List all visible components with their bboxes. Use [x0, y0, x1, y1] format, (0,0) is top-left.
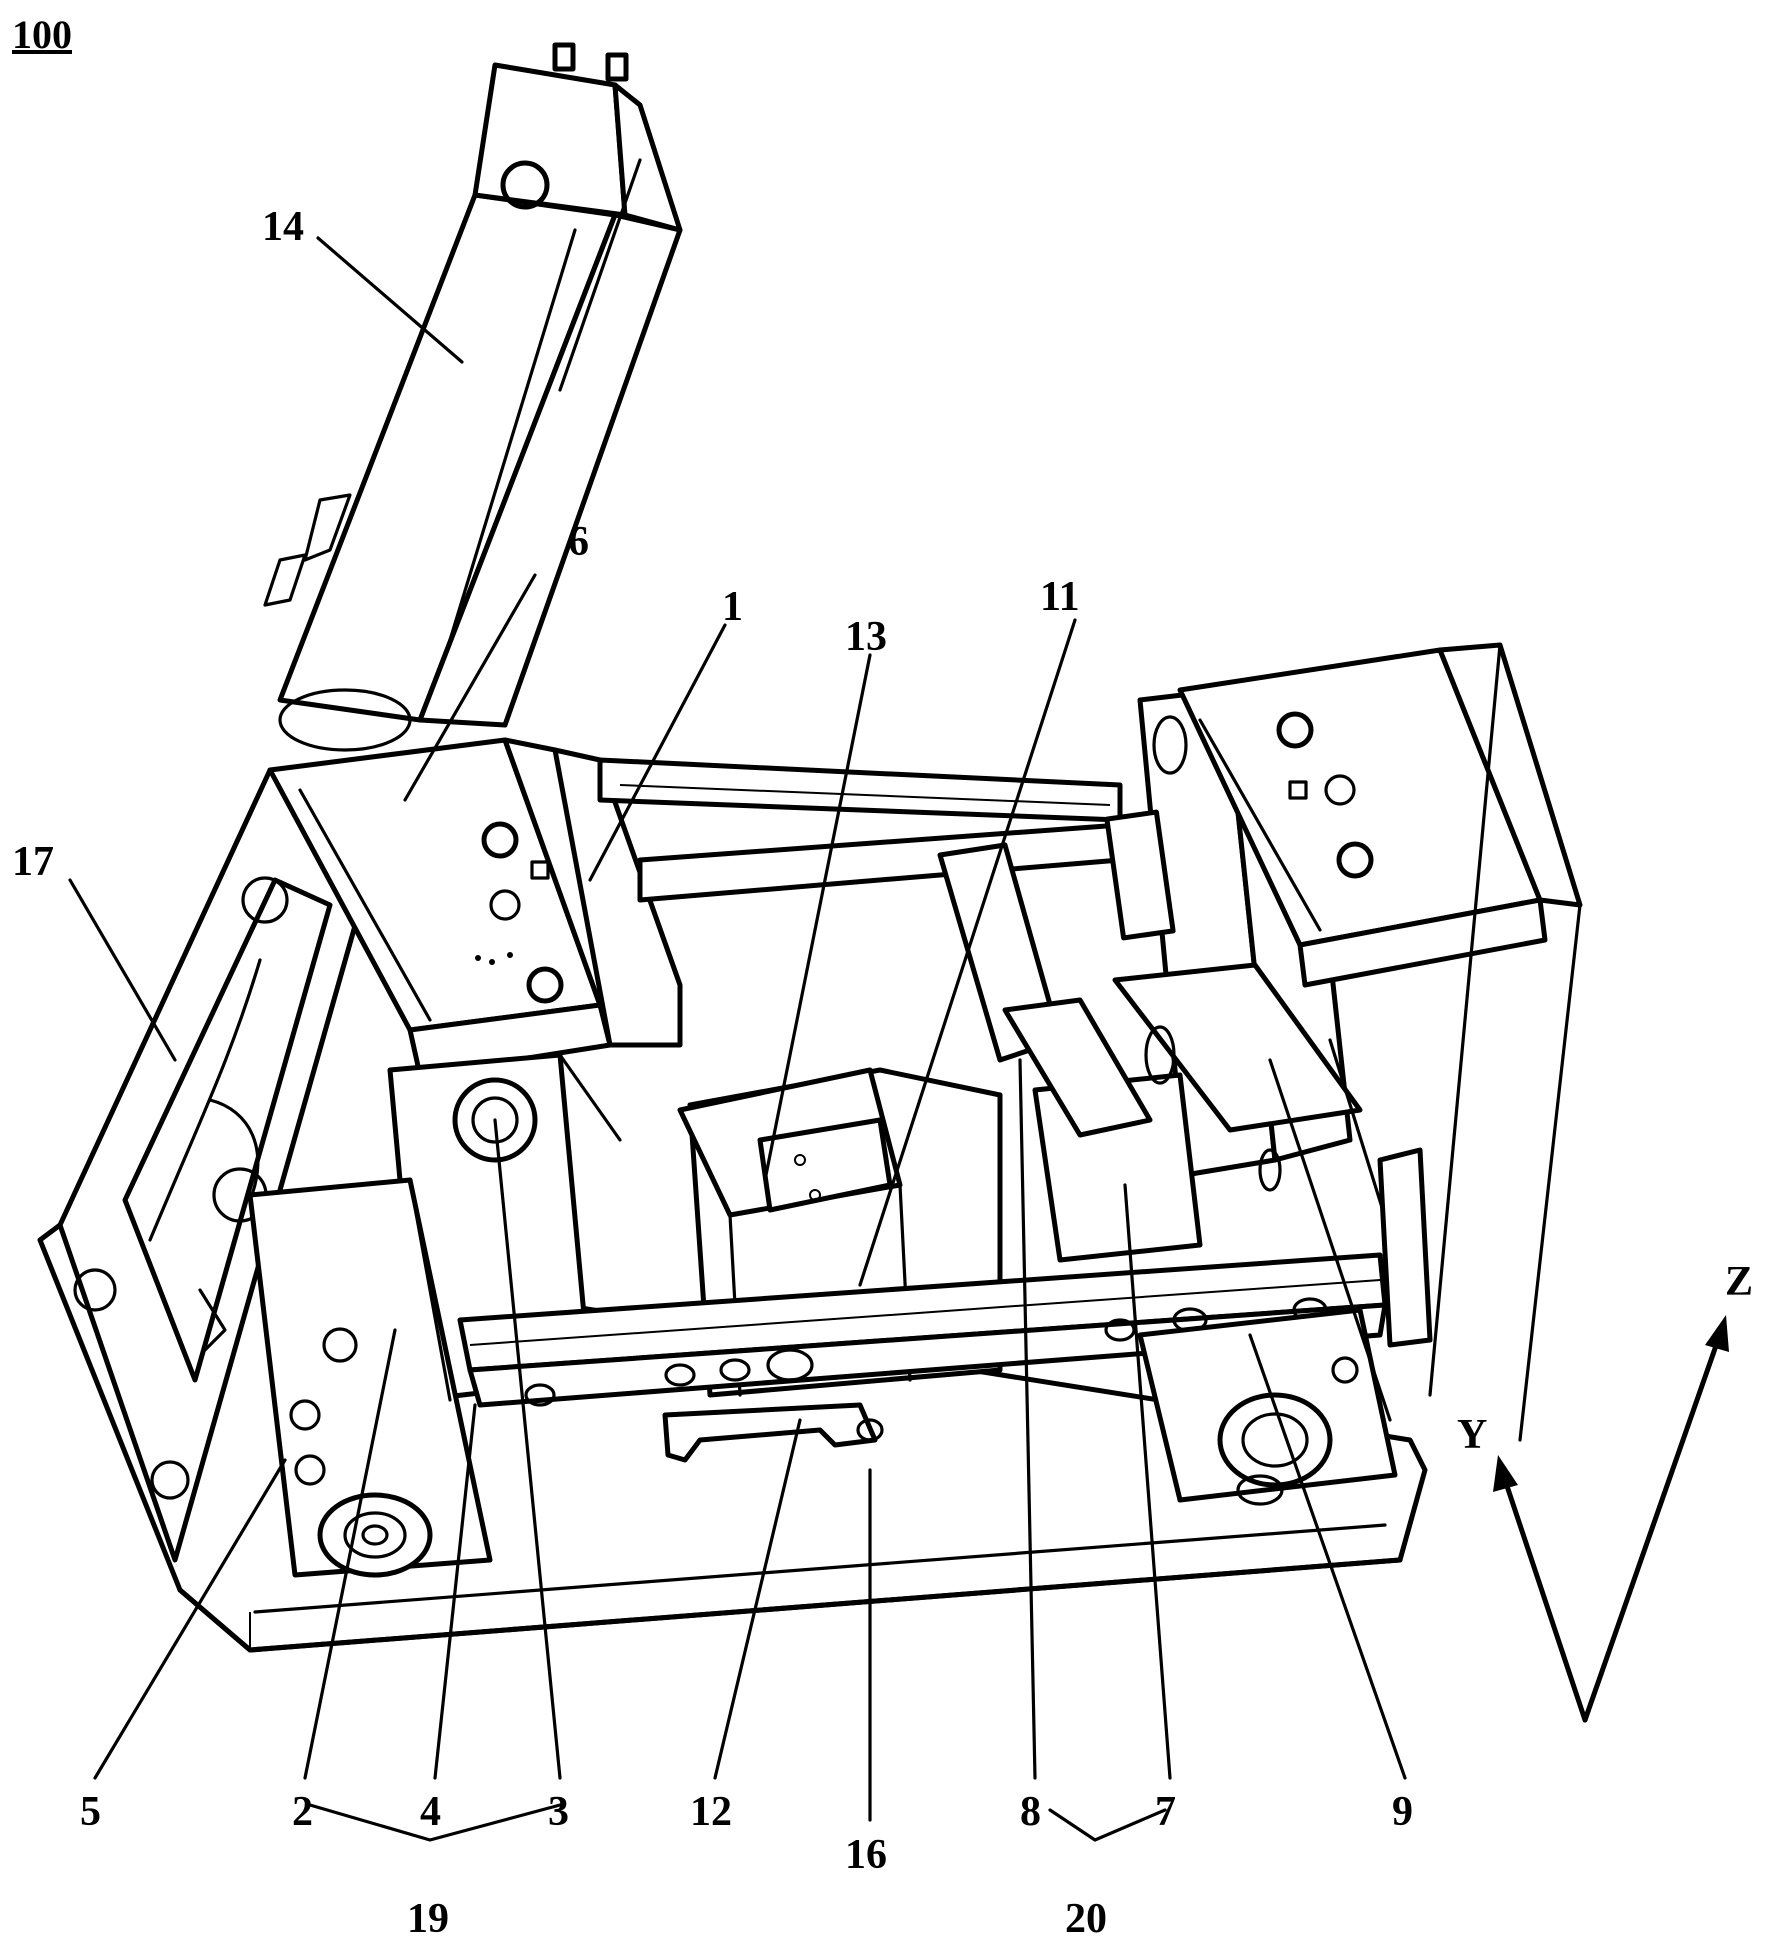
right-subassembly — [1002, 677, 1363, 1263]
label-1: 1 — [722, 584, 743, 630]
label-16: 16 — [845, 1832, 887, 1878]
label-20: 20 — [1065, 1896, 1107, 1942]
mechanism-drawing — [37, 42, 1583, 1653]
axis-label-y: Y — [1457, 1412, 1487, 1458]
right-uprights — [1268, 1038, 1433, 1422]
label-3: 3 — [548, 1789, 569, 1835]
figure-number: 100 — [12, 12, 72, 57]
label-7: 7 — [1155, 1789, 1176, 1835]
axes-indicator — [1493, 1315, 1729, 1723]
label-9: 9 — [1392, 1789, 1413, 1835]
label-19: 19 — [407, 1896, 449, 1942]
label-11: 11 — [1040, 574, 1080, 620]
left-frame — [57, 767, 388, 1563]
front-rail — [457, 1252, 1388, 1463]
label-8: 8 — [1020, 1789, 1041, 1835]
cylinder-14 — [263, 42, 683, 752]
right-lower-block — [1137, 1307, 1398, 1506]
label-12: 12 — [690, 1789, 732, 1835]
part-labels: 14 6 1 13 11 17 5 2 4 3 12 16 8 7 9 19 2… — [12, 204, 1753, 1942]
rear-rails — [597, 757, 1123, 903]
label-2: 2 — [292, 1789, 313, 1835]
label-14: 14 — [262, 204, 304, 250]
leader-lines — [68, 236, 1407, 1842]
label-6: 6 — [568, 519, 589, 565]
right-clamp-block — [1177, 642, 1583, 1442]
clamp-block-6 — [267, 737, 683, 1078]
label-13: 13 — [845, 614, 887, 660]
label-5: 5 — [80, 1789, 101, 1835]
label-17: 17 — [12, 839, 54, 885]
label-4: 4 — [420, 1789, 441, 1835]
axis-label-z: Z — [1725, 1259, 1753, 1305]
